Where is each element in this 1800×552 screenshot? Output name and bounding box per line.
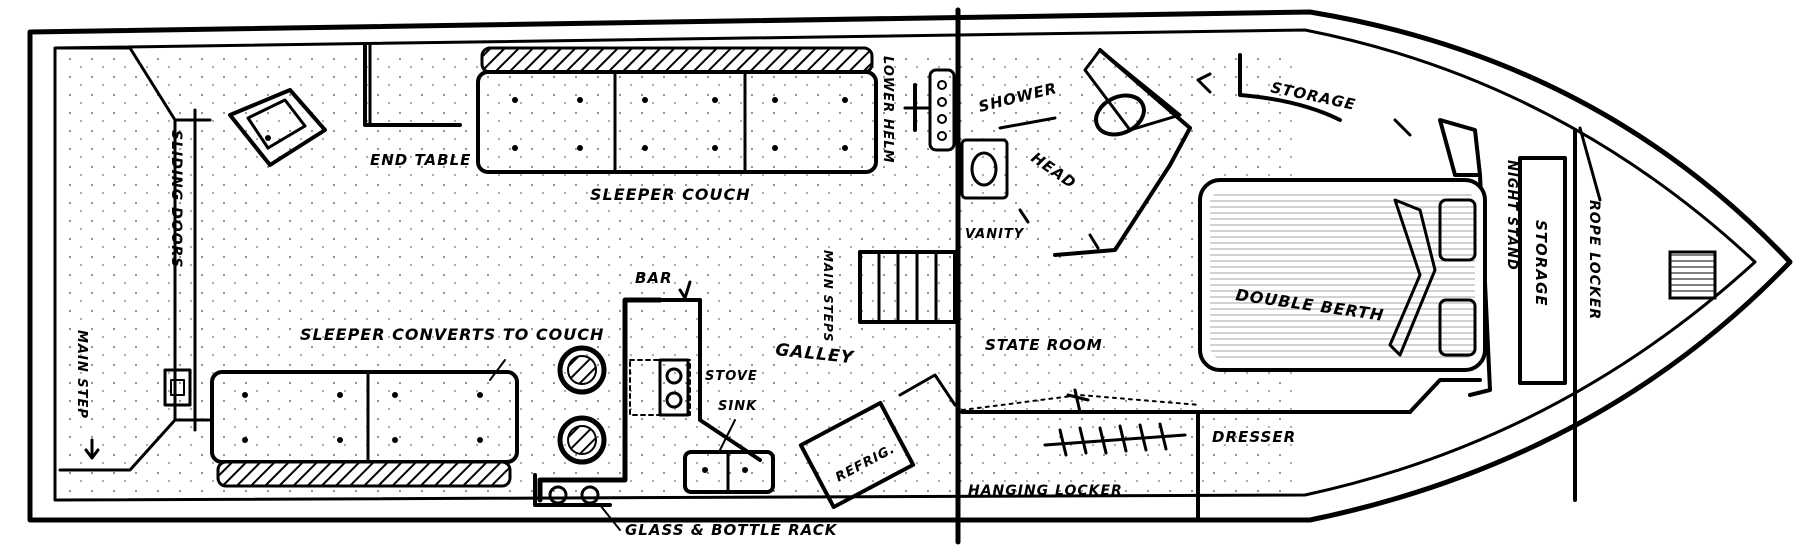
arrow-icon bbox=[678, 280, 692, 300]
arrow-icon bbox=[1393, 118, 1412, 137]
end-table-label: END TABLE bbox=[370, 151, 471, 169]
aft-cockpit: SLIDING DOORS MAIN STEP bbox=[74, 108, 212, 460]
glass-bottle-rack: GLASS & BOTTLE RACK bbox=[533, 473, 838, 539]
arrow-icon bbox=[1196, 72, 1212, 94]
sleeper-couch: SLEEPER COUCH bbox=[476, 46, 878, 204]
end-table: END TABLE bbox=[363, 42, 471, 169]
dresser-label: DRESSER bbox=[1212, 428, 1296, 446]
sleeper-couch-label: SLEEPER COUCH bbox=[590, 185, 751, 204]
hanging-locker-dresser: HANGING LOCKER DRESSER bbox=[960, 378, 1482, 522]
main-steps: MAIN STEPS bbox=[821, 250, 957, 342]
lower-helm-label: LOWER HELM bbox=[880, 56, 895, 164]
hanging-locker-label: HANGING LOCKER bbox=[968, 483, 1123, 499]
sleeper-converts-couch: SLEEPER CONVERTS TO COUCH bbox=[210, 325, 604, 488]
armchair bbox=[228, 88, 327, 167]
bulkheads bbox=[58, 7, 1602, 545]
lower-helm: LOWER HELM bbox=[880, 56, 956, 164]
rope-locker-label: ROPE LOCKER bbox=[1586, 200, 1602, 320]
sliding-doors-label: SLIDING DOORS bbox=[168, 130, 184, 268]
glass-bottle-rack-label: GLASS & BOTTLE RACK bbox=[625, 521, 838, 539]
state-room-label: STATE ROOM bbox=[985, 336, 1103, 354]
bar-label: BAR bbox=[635, 269, 673, 287]
storage-bow-label: STORAGE bbox=[1532, 220, 1550, 307]
step-box bbox=[163, 368, 192, 407]
bar-stools bbox=[557, 345, 607, 465]
main-steps-label: MAIN STEPS bbox=[821, 250, 835, 342]
arrow-icon bbox=[84, 438, 100, 460]
sleeper-converts-label: SLEEPER CONVERTS TO COUCH bbox=[300, 325, 604, 344]
forward-storage: STORAGE STORAGE ROPE LOCKER bbox=[1196, 53, 1717, 385]
hull bbox=[27, 9, 1793, 523]
stove-label: STOVE bbox=[705, 369, 758, 384]
sink-label: SINK bbox=[718, 399, 757, 414]
vanity-label: VANITY bbox=[965, 227, 1025, 242]
double-berth: DOUBLE BERTH bbox=[1198, 178, 1487, 372]
night-stand-label: NIGHT STAND bbox=[1504, 160, 1519, 271]
main-step-label: MAIN STEP bbox=[74, 330, 89, 419]
state-room: STATE ROOM bbox=[961, 336, 1201, 414]
